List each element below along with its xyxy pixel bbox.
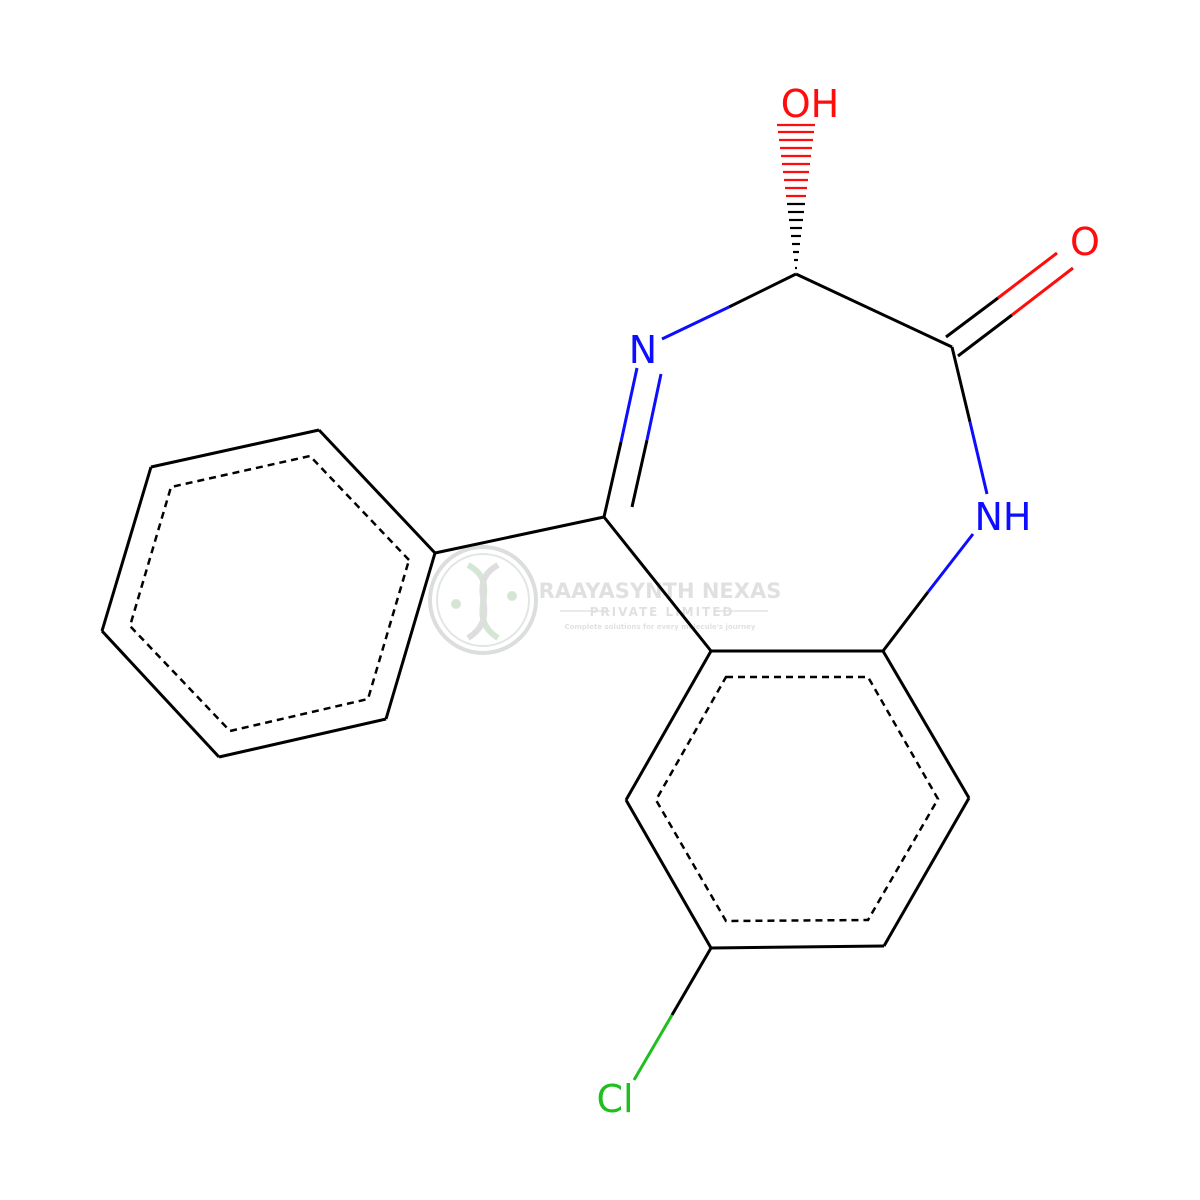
bond-c3-c2	[795, 272, 953, 349]
bond-ph-6-1	[384, 552, 437, 720]
bond-c9a-c9	[881, 650, 971, 799]
bond-c6-c5a	[624, 650, 713, 801]
watermark-logo-icon	[428, 545, 538, 655]
bond-c2-n1-nitrogen-half	[968, 421, 989, 495]
bond-c2-o-outer-oxygen-half	[997, 251, 1058, 300]
bond-n1-c9a-nitrogen-half	[926, 533, 975, 593]
atom-label-n: N	[629, 328, 657, 372]
bond-n4-c5-inner-carbon-half	[630, 439, 649, 508]
atom-label-cl: Cl	[596, 1077, 633, 1121]
bond-ph-3-4	[100, 466, 153, 632]
bond-n4-c5-inner-nitrogen-half	[645, 373, 663, 441]
bond-c7-cl-carbon-half	[670, 947, 713, 1016]
bond-c8-c7	[710, 944, 885, 950]
bond-c2-o-inner-carbon-half	[957, 313, 1013, 358]
bond-ph-2-3	[150, 428, 320, 469]
bond-n4-c5-outer-carbon-half	[602, 441, 623, 518]
bond-c2-o-outer-carbon-half	[945, 296, 999, 339]
watermark: RAAYASYNTH NEXAS PRIVATE LIMITED Complet…	[428, 545, 782, 655]
bond-c7-c6	[624, 799, 713, 949]
bond-c5-phenyl	[434, 515, 605, 555]
atom-label-oh: OH	[781, 82, 839, 126]
bond-c5-c5a	[602, 516, 713, 652]
phenyl-ring	[100, 428, 437, 759]
bonds	[100, 251, 1074, 1081]
atom-label-nh: NH	[975, 495, 1032, 539]
bond-ph-4-5	[100, 629, 221, 759]
bond-n1-c9a-carbon-half	[881, 591, 930, 652]
bond-ph-5-6	[218, 717, 387, 759]
bond-c2-n1-carbon-half	[950, 346, 972, 423]
watermark-company-name: RAAYASYNTH NEXAS	[539, 579, 782, 603]
bond-c3-n4-nitrogen-half	[661, 305, 730, 341]
benzo-aromatic-inner-ring	[654, 675, 940, 923]
bond-c7-cl-chlorine-half	[632, 1014, 674, 1081]
atom-labels: OH O N NH Cl	[596, 82, 1100, 1121]
bond-c9-c8	[882, 797, 971, 947]
stereo-hashed-wedge-bond	[777, 123, 815, 270]
benzo-ring	[624, 649, 971, 950]
watermark-tagline: Complete solutions for every molecule's …	[565, 623, 756, 631]
bond-c3-n4-carbon-half	[728, 272, 797, 309]
watermark-subtitle: PRIVATE LIMITED	[590, 605, 735, 619]
bond-c2-o-inner-oxygen-half	[1011, 266, 1074, 317]
bond-n4-c5-outer-nitrogen-half	[619, 367, 639, 443]
atom-label-o: O	[1070, 220, 1100, 264]
bond-ph-1-2	[317, 428, 437, 555]
phenyl-aromatic-inner-ring	[128, 454, 411, 733]
